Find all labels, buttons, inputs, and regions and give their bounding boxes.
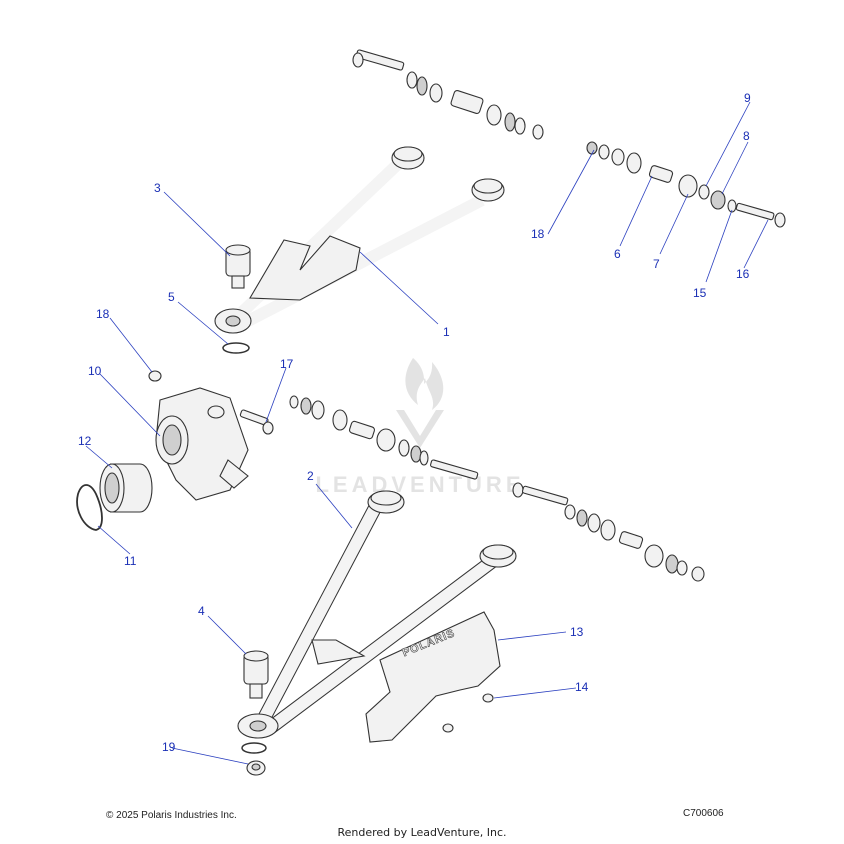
callouts: 1 2 3 4 5 6 7 8 9 10 11 12 13 14 15 16 1… [78, 91, 751, 754]
callout-16: 16 [736, 267, 750, 281]
callout-11: 11 [124, 554, 137, 568]
upper-snap-ring [222, 342, 250, 354]
callout-14: 14 [575, 680, 589, 694]
callout-5: 5 [168, 290, 175, 304]
callout-3: 3 [154, 181, 161, 195]
callout-7: 7 [653, 257, 660, 271]
callout-17: 17 [280, 357, 294, 371]
callout-12: 12 [78, 434, 92, 448]
callout-9: 9 [744, 91, 751, 105]
upper-a-arm [214, 146, 505, 334]
copyright: © 2025 Polaris Industries Inc. [106, 810, 237, 821]
lower-snap-ring [241, 742, 267, 754]
callout-4: 4 [198, 604, 205, 618]
callout-18-pivot: 18 [531, 227, 545, 241]
callout-15: 15 [693, 286, 707, 300]
callout-1: 1 [443, 325, 450, 339]
lower-ball-joint-nut [246, 760, 266, 776]
watermark-text: LEADVENTURE [315, 472, 524, 497]
lower-a-arm [237, 490, 517, 739]
lower-rear-pivot-stack [512, 482, 705, 582]
callout-18-knuckle: 18 [96, 307, 110, 321]
callout-10: 10 [88, 364, 102, 378]
callout-19: 19 [162, 740, 176, 754]
upper-front-pivot-stack [352, 49, 544, 140]
a-arm-guard: POLARIS [365, 611, 501, 743]
knuckle-bolt [239, 409, 274, 435]
retaining-ring [76, 484, 103, 531]
upper-rear-pivot-stack [586, 141, 786, 228]
rendered-by: Rendered by LeadVenture, Inc. [337, 826, 507, 839]
watermark: LEADVENTURE [315, 358, 524, 497]
leader-lines [85, 101, 769, 765]
knuckle-nut [148, 370, 162, 382]
upper-ball-joint [225, 244, 251, 289]
callout-6: 6 [614, 247, 621, 261]
callout-13: 13 [570, 625, 584, 639]
callout-2: 2 [307, 469, 314, 483]
steering-knuckle [155, 387, 249, 501]
lower-ball-joint [243, 650, 269, 699]
callout-8: 8 [743, 129, 750, 143]
guard-fastener [442, 693, 494, 733]
wheel-bearing [99, 463, 153, 513]
diagram-code: C700606 [683, 808, 724, 819]
lower-front-pivot-stack [289, 395, 479, 480]
